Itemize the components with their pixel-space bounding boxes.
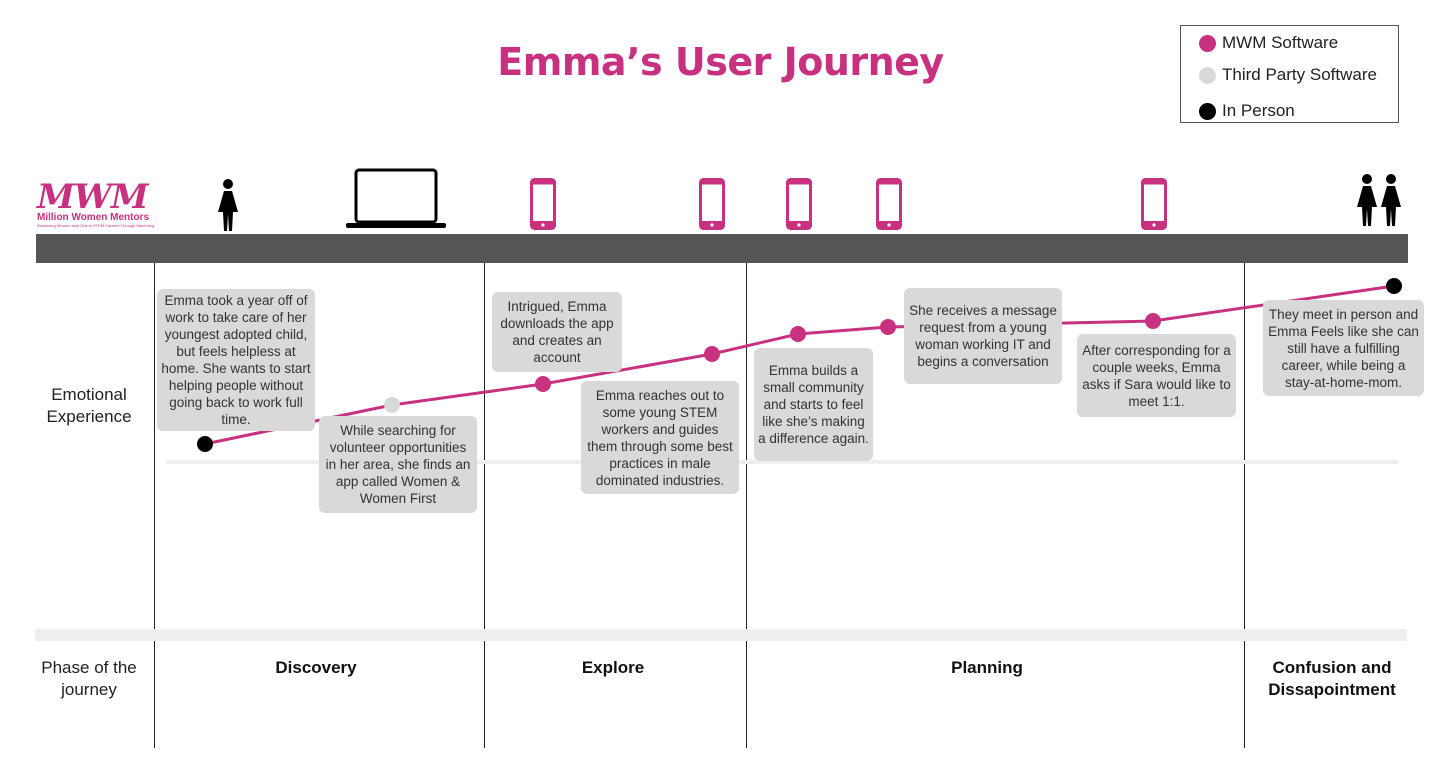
logo-tagline: Advancing Women and Girls in STEM Career… [37,223,155,228]
step-point-6 [880,319,896,335]
step-note-7: After corresponding for a couple weeks, … [1077,334,1236,417]
touchpoint-bar [36,234,1408,263]
step-point-2 [384,397,400,413]
woman-icon [218,179,238,231]
step-note-8: They meet in person and Emma Feels like … [1263,300,1424,396]
step-note-4: Emma reaches out to some young STEM work… [581,381,739,494]
step-point-1 [197,436,213,452]
phone-icon [1141,178,1167,230]
phase-explore: Explore [581,658,645,677]
phase-divider [746,263,747,748]
phase-strip [35,629,1407,641]
phone-icon [699,178,725,230]
legend-label: In Person [1222,101,1295,120]
phase-planning: Planning [951,658,1023,677]
page-title: Emma’s User Journey [497,40,944,84]
phase-confusion: Confusion and Dissapointment [1268,658,1396,699]
logo-name: Million Women Mentors [37,212,150,223]
legend-item-third-party: Third Party Software [1199,65,1377,85]
step-note-5: Emma builds a small community and starts… [754,348,873,461]
mwm-logo: MWM Million Women Mentors Advancing Wome… [37,177,157,228]
step-point-5 [790,326,806,342]
legend-swatch [1199,34,1216,52]
step-point-4 [704,346,720,362]
legend: MWM Software Third Party Software In Per… [1180,25,1399,123]
step-note-2: While searching for volunteer opportunit… [319,416,477,513]
legend-label: MWM Software [1222,33,1339,52]
phone-icon [530,178,556,230]
phase-discovery: Discovery [275,658,357,677]
step-note-3: Intrigued, Emma downloads the app and cr… [492,292,622,372]
step-point-3 [535,376,551,392]
phase-divider [154,263,155,748]
step-note-1: Emma took a year off of work to take car… [157,289,315,431]
phase-divider [484,263,485,748]
logo-wordmark: MWM [37,177,148,217]
emotional-experience-label: Emotional Experience [46,385,132,426]
phone-icon [876,178,902,230]
legend-item-mwm: MWM Software [1199,33,1338,53]
legend-swatch [1199,102,1216,120]
journey-line [204,284,1395,446]
two-women-icon [1357,174,1401,226]
legend-label: Third Party Software [1222,65,1377,84]
step-note-6: She receives a message request from a yo… [904,288,1062,384]
step-point-7 [1145,313,1161,329]
phase-divider [1244,263,1245,748]
phase-of-journey-label: Phase of the journey [41,658,137,699]
phone-icon [786,178,812,230]
legend-swatch [1199,66,1216,84]
step-point-8 [1386,278,1402,294]
laptop-icon [346,168,446,228]
legend-item-in-person: In Person [1199,101,1295,121]
